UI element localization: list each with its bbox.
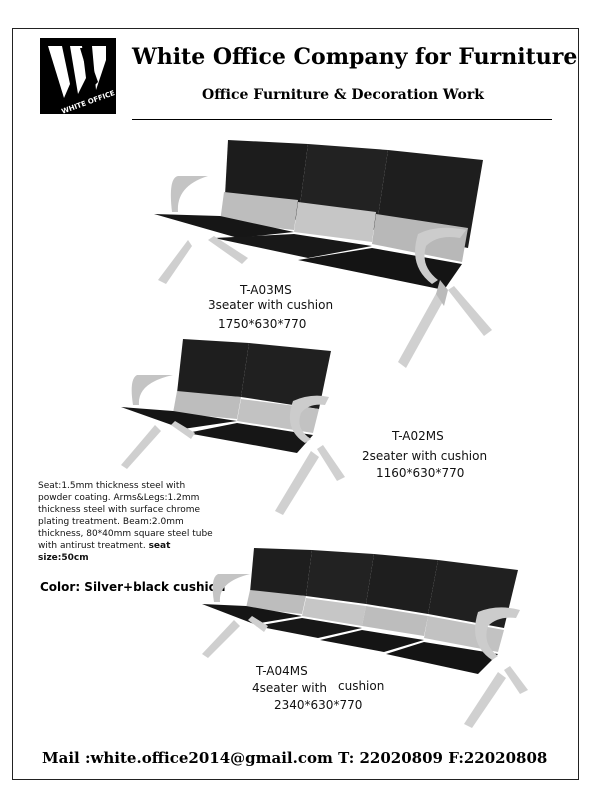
product-model: T-A02MS (392, 429, 444, 443)
product-dimensions: 1750*630*770 (218, 317, 307, 331)
product-seats: 4seater with (252, 681, 327, 695)
contact-email[interactable]: Mail :white.office2014@gmail.com (42, 749, 333, 767)
company-logo: WHITE OFFICE (40, 38, 116, 114)
color-info: Color: Silver+black cushion (40, 580, 226, 594)
chair-2seater-image (121, 339, 345, 515)
product-model: T-A04MS (256, 664, 308, 678)
product-cushion: cushion (338, 679, 385, 693)
product-dimensions: 1160*630*770 (376, 466, 465, 480)
contact-fax: F:22020808 (448, 749, 548, 767)
company-name: White Office Company for Furniture (132, 44, 578, 70)
tagline: Office Furniture & Decoration Work (202, 87, 484, 103)
product-dimensions: 2340*630*770 (274, 698, 363, 712)
product-seats: 2seater with cushion (362, 449, 488, 463)
logo-mark: WHITE OFFICE (40, 38, 116, 114)
chair-4seater-image (202, 548, 528, 728)
seat-size: seat size:50cm (38, 541, 171, 563)
page-frame (12, 28, 579, 780)
specs-text: Seat:1.5mm thickness steel with powder c… (38, 481, 213, 551)
specifications: Seat:1.5mm thickness steel with powder c… (38, 480, 218, 564)
product-model: T-A03MS (240, 283, 292, 297)
header-divider (132, 119, 552, 120)
chair-3seater-image (154, 140, 492, 368)
contact-footer: Mail :white.office2014@gmail.com T: 2202… (42, 749, 547, 767)
product-seats: 3seater with cushion (208, 298, 334, 312)
contact-phone: T: 22020809 (338, 749, 443, 767)
